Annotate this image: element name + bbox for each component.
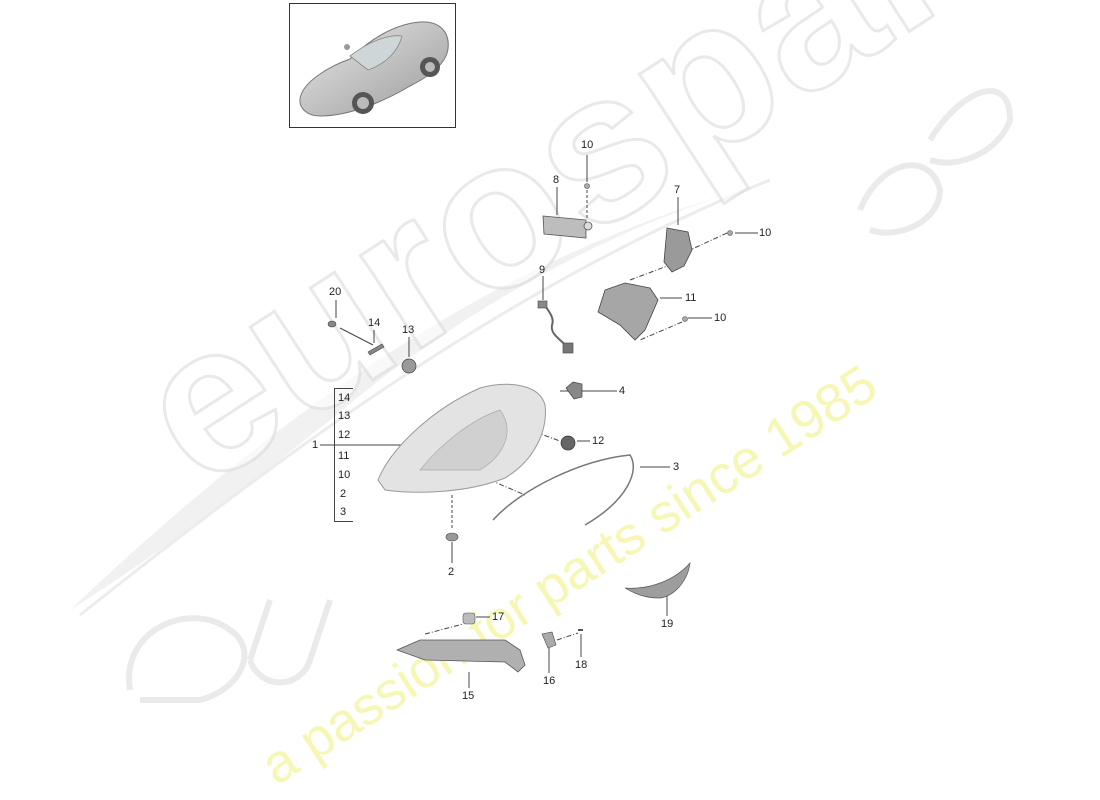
callout-11[interactable]: 11	[685, 292, 697, 304]
callout-2[interactable]: 2	[448, 566, 455, 578]
group-member[interactable]: 12	[338, 429, 351, 441]
callout-10[interactable]: 10	[581, 139, 594, 151]
part-8-control-module	[542, 215, 593, 239]
callout-14[interactable]: 14	[368, 317, 381, 329]
callout-17[interactable]: 17	[492, 611, 505, 623]
callout-7[interactable]: 7	[674, 184, 681, 196]
group-member[interactable]: 10	[338, 469, 351, 481]
group-member[interactable]: 2	[340, 488, 347, 500]
callout-16[interactable]: 16	[543, 675, 556, 687]
group-member[interactable]: 13	[338, 410, 351, 422]
callout-20[interactable]: 20	[329, 286, 342, 298]
callout-18[interactable]: 18	[575, 659, 588, 671]
callout-19[interactable]: 19	[661, 618, 674, 630]
callout-1[interactable]: 1	[312, 439, 319, 451]
callout-15[interactable]: 15	[462, 690, 475, 702]
callout-4[interactable]: 4	[619, 385, 626, 397]
car-icon	[299, 21, 449, 117]
callout-12[interactable]: 12	[592, 435, 605, 447]
group-member[interactable]: 11	[338, 450, 350, 462]
group-member[interactable]: 14	[338, 392, 351, 404]
callout-10[interactable]: 10	[759, 227, 772, 239]
assembly-group-bracket	[334, 388, 353, 522]
callout-8[interactable]: 8	[553, 174, 560, 186]
callout-9[interactable]: 9	[539, 264, 546, 276]
callout-3[interactable]: 3	[673, 461, 680, 473]
group-member[interactable]: 3	[340, 506, 347, 518]
callout-13[interactable]: 13	[402, 324, 415, 336]
callout-10[interactable]: 10	[714, 312, 727, 324]
vehicle-thumbnail[interactable]	[289, 3, 456, 128]
